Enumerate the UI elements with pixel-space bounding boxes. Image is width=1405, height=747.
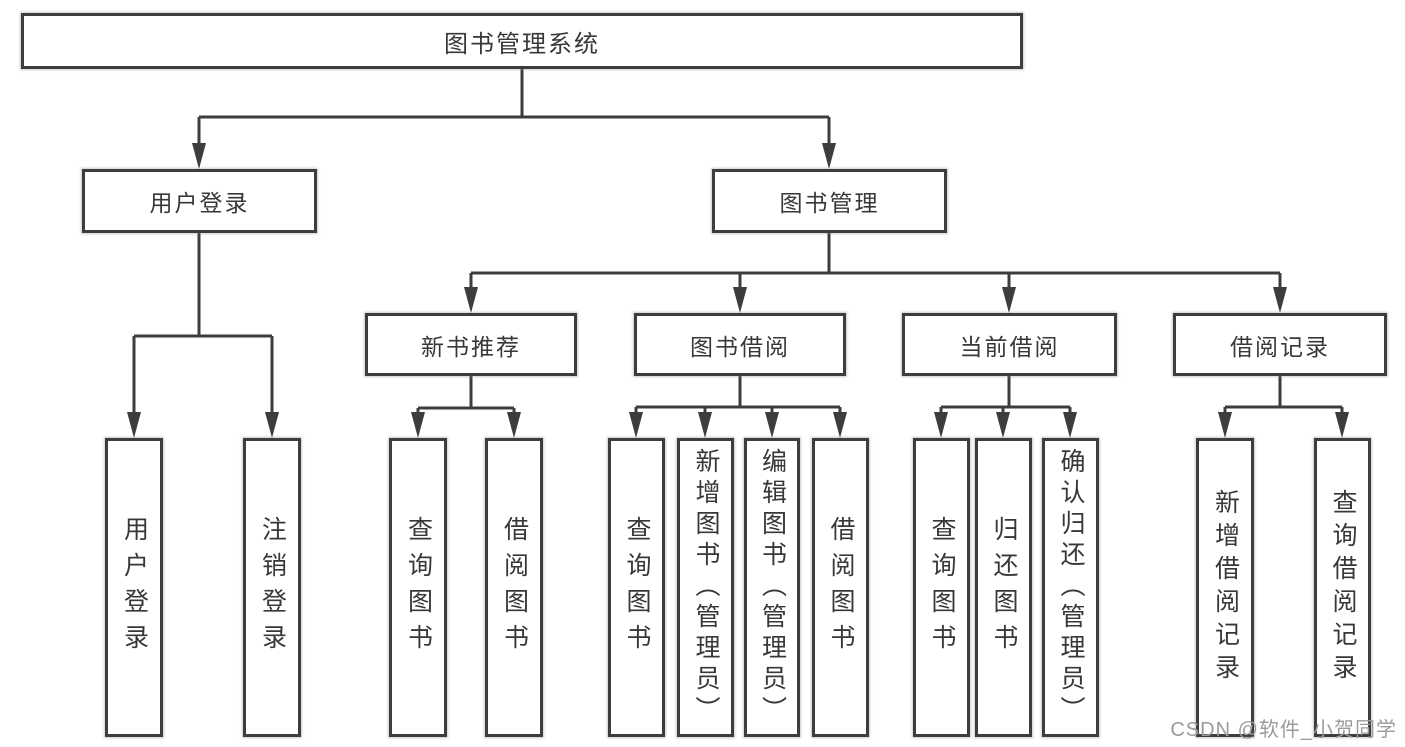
- node-label: 新增图书（管理员）: [692, 448, 720, 727]
- leaf-return-books: 归还图书: [975, 438, 1032, 737]
- node-label: 新书推荐: [421, 333, 521, 360]
- leaf-user-login: 用户登录: [105, 438, 163, 737]
- node-borrowing-records: 借阅记录: [1173, 313, 1387, 376]
- node-book-management: 图书管理: [712, 169, 947, 233]
- node-label: 图书借阅: [690, 333, 790, 360]
- node-label: 当前借阅: [959, 333, 1060, 360]
- leaf-add-books-admin: 新增图书（管理员）: [677, 438, 734, 737]
- leaf-confirm-return-admin: 确认归还（管理员）: [1042, 438, 1099, 737]
- node-label: 用户登录: [120, 515, 149, 660]
- leaf-add-borrow-record: 新增借阅记录: [1196, 438, 1254, 737]
- node-new-book-recommendation: 新书推荐: [365, 313, 577, 376]
- node-label: 确认归还（管理员）: [1057, 448, 1085, 727]
- leaf-edit-books-admin: 编辑图书（管理员）: [744, 438, 800, 737]
- node-label: 编辑图书（管理员）: [758, 448, 787, 727]
- node-label: 查询图书: [928, 515, 956, 660]
- watermark: CSDN @软件_小贺同学: [1170, 719, 1397, 741]
- node-label: 查询图书: [623, 515, 651, 660]
- node-current-borrowing: 当前借阅: [902, 313, 1117, 376]
- node-label: 图书管理系统: [444, 30, 600, 58]
- leaf-query-books-current: 查询图书: [913, 438, 970, 737]
- node-label: 归还图书: [990, 515, 1018, 660]
- node-label: 查询图书: [404, 515, 433, 660]
- leaf-query-borrow-record: 查询借阅记录: [1314, 438, 1371, 737]
- arrowheads: [127, 143, 1349, 438]
- node-label: 借阅记录: [1230, 333, 1330, 360]
- node-label: 图书管理: [779, 190, 880, 216]
- node-book-borrowing: 图书借阅: [634, 313, 846, 376]
- leaf-borrow-books: 借阅图书: [812, 438, 869, 737]
- leaf-query-books-recommend: 查询图书: [389, 438, 447, 737]
- node-label: 借阅图书: [827, 515, 855, 660]
- node-label: 新增借阅记录: [1211, 488, 1240, 687]
- node-user-login: 用户登录: [82, 169, 317, 233]
- leaf-logout: 注销登录: [243, 438, 301, 737]
- leaf-borrow-books-recommend: 借阅图书: [485, 438, 543, 737]
- node-label: 借阅图书: [500, 515, 529, 660]
- node-label: 查询借阅记录: [1329, 488, 1357, 687]
- node-library-management-system: 图书管理系统: [21, 13, 1023, 69]
- node-label: 注销登录: [258, 515, 287, 660]
- leaf-query-books-borrow: 查询图书: [608, 438, 665, 737]
- node-label: 用户登录: [149, 190, 250, 216]
